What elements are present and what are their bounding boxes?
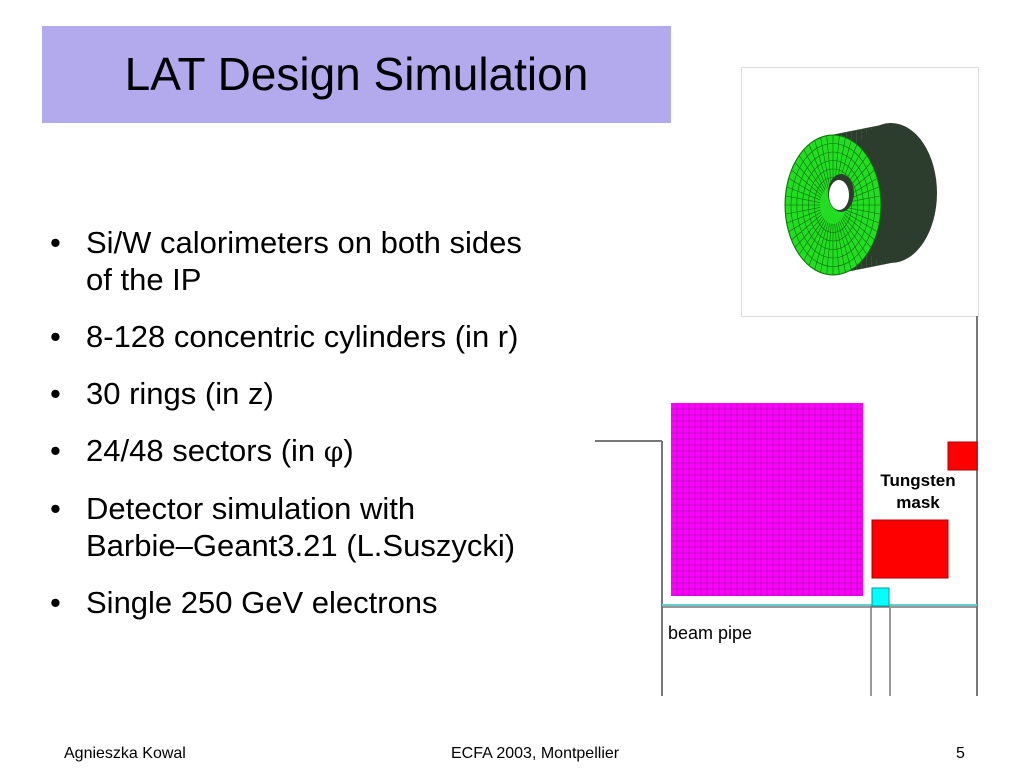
tungsten-mask-lower: [871, 519, 949, 579]
bullet-text: Detector simulation with: [86, 491, 416, 526]
face-radial-line: [808, 144, 827, 189]
face-radial-line: [843, 216, 872, 248]
bullet-text: Si/W calorimeters on both sides: [86, 225, 522, 260]
bullet-text-suffix: ): [343, 433, 354, 468]
face-radial-line: [826, 135, 832, 187]
face-radial-line: [814, 222, 829, 270]
face-radial-line: [844, 214, 875, 241]
face-radial-line: [845, 209, 880, 224]
calorimeter-render-image: [741, 67, 979, 317]
face-radial-line: [839, 221, 858, 266]
face-radial-line: [845, 207, 881, 215]
face-radial-line: [808, 221, 827, 266]
face-radial-line: [785, 207, 821, 215]
bullet-marker: •: [50, 491, 61, 526]
beam-pipe-label: beam pipe: [668, 623, 753, 643]
face-radial-line: [791, 214, 822, 241]
bullet-marker: •: [50, 585, 61, 620]
face-radial-line: [820, 137, 830, 187]
face-radial-line: [841, 218, 868, 255]
face-radial-line: [844, 212, 878, 233]
phi-symbol: φ: [323, 435, 344, 468]
face-radial-line: [803, 219, 826, 261]
tungsten-label-line2: mask: [896, 493, 940, 512]
title-box: LAT Design Simulation: [42, 26, 671, 123]
inner-hole-through: [829, 180, 849, 210]
face-radial-line: [785, 195, 821, 203]
footer-page-number: 5: [956, 745, 965, 762]
bullet-text-continued: Barbie–Geant3.21 (L.Suszycki): [86, 528, 516, 563]
calorimeter-cross-section-diagram: [595, 316, 978, 696]
face-radial-line: [788, 177, 822, 198]
face-radial-line: [798, 155, 825, 192]
bullet-item: • 8-128 concentric cylinders (in r): [48, 318, 658, 355]
footer-conference: ECFA 2003, Montpellier: [451, 745, 620, 762]
bullet-text-prefix: 24/48 sectors (in: [86, 433, 324, 468]
calorimeter-grid: [671, 403, 863, 596]
face-radial-line: [840, 219, 863, 261]
bullet-item: • Detector simulation with Barbie–Geant3…: [48, 490, 658, 564]
bullet-text: Single 250 GeV electrons: [86, 585, 438, 620]
face-radial-line: [788, 212, 822, 233]
bullet-item: • 30 rings (in z): [48, 375, 658, 412]
face-radial-line: [836, 223, 846, 273]
face-radial-line: [798, 218, 825, 255]
face-radial-line: [794, 162, 823, 194]
bullet-text: 30 rings (in z): [86, 376, 274, 411]
bullet-text: 8-128 concentric cylinders (in r): [86, 319, 519, 354]
face-radial-line: [837, 222, 852, 270]
face-radial-line: [826, 223, 832, 275]
tungsten-label-line1: Tungsten: [880, 471, 956, 490]
bullet-text-continued: of the IP: [86, 262, 202, 297]
face-grid: [784, 134, 882, 276]
bullet-item: • 24/48 sectors (in φ): [48, 432, 658, 470]
face-radial-line: [834, 223, 840, 275]
beam-pipe-block: [871, 587, 890, 607]
bullet-list: • Si/W calorimeters on both sides of the…: [48, 224, 658, 641]
tungsten-mask-label: Tungsten mask: [860, 470, 976, 514]
footer-author: Agnieszka Kowal: [64, 745, 186, 762]
bullet-marker: •: [50, 433, 61, 468]
face-radial-line: [791, 169, 822, 196]
slide-title: LAT Design Simulation: [124, 48, 589, 100]
face-radial-line: [814, 140, 829, 188]
bullet-marker: •: [50, 376, 61, 411]
bullet-marker: •: [50, 319, 61, 354]
face-radial-line: [786, 209, 821, 224]
bullet-item: • Single 250 GeV electrons: [48, 584, 658, 621]
face-radial-line: [820, 223, 830, 273]
bullet-marker: •: [50, 225, 61, 260]
face-radial-line: [786, 186, 821, 201]
face-radial-line: [794, 216, 823, 248]
bullet-item: • Si/W calorimeters on both sides of the…: [48, 224, 658, 298]
face-radial-line: [803, 149, 826, 191]
tungsten-mask-upper: [947, 441, 978, 471]
